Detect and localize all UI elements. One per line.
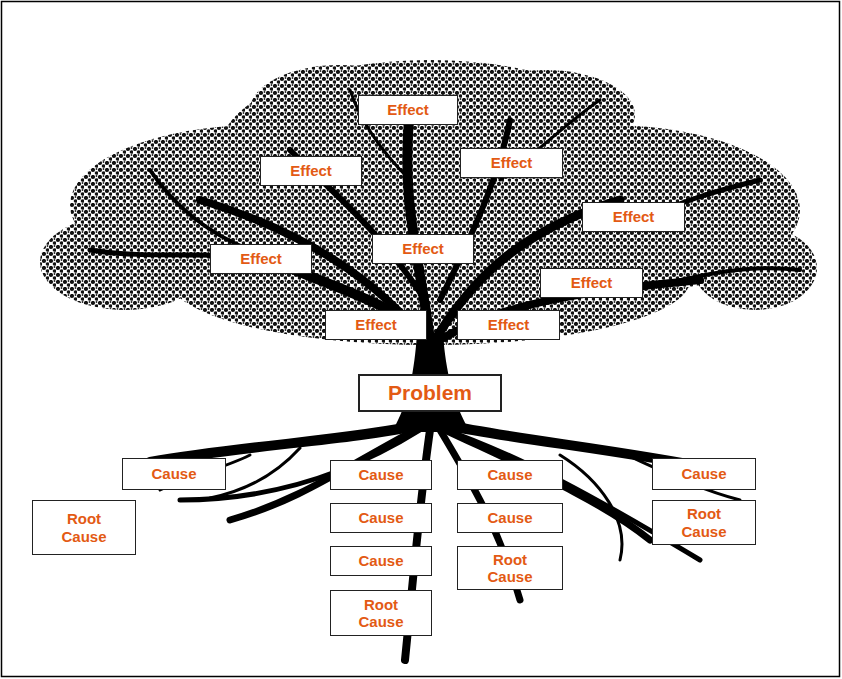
foliage [40,60,817,345]
problem-box: Problem [358,374,502,412]
tree-label-box: Root Cause [457,546,563,590]
box-label: Effect [571,274,613,291]
box-label: Root Cause [350,596,412,631]
tree-label-box: Cause [457,460,563,490]
box-label: Effect [240,250,282,267]
box-label: Effect [491,154,533,171]
branches [90,90,800,345]
box-label: Effect [355,316,397,333]
box-label: Effect [613,208,655,225]
tree-label-box: Cause [330,460,432,490]
tree-label-box: Effect [260,156,362,186]
box-label: Cause [681,465,726,482]
tree-label-box: Root Cause [652,500,756,545]
box-label: Cause [487,466,532,483]
box-label: Problem [388,381,472,405]
box-label: Cause [358,509,403,526]
box-label: Cause [358,552,403,569]
tree-label-box: Effect [325,310,427,340]
tree-label-box: Cause [457,503,563,533]
tree-label-box: Effect [582,202,685,232]
tree-label-box: Root Cause [330,590,432,636]
box-label: Effect [387,101,429,118]
box-label: Root Cause [673,505,735,540]
tree-label-box: Effect [210,244,312,274]
box-label: Cause [151,465,196,482]
tree-label-box: Cause [330,503,432,533]
box-label: Effect [488,316,530,333]
box-label: Cause [487,509,532,526]
tree-label-box: Effect [457,310,560,340]
box-label: Effect [402,240,444,257]
tree-label-box: Cause [122,458,226,490]
tree-label-box: Effect [372,234,474,264]
tree-label-box: Effect [358,95,458,125]
box-label: Root Cause [53,510,115,545]
tree-label-box: Effect [460,148,563,178]
box-label: Effect [290,162,332,179]
box-label: Root Cause [479,551,541,586]
tree-label-box: Effect [540,268,643,298]
tree-label-box: Cause [330,546,432,576]
box-label: Cause [358,466,403,483]
tree-label-box: Root Cause [32,500,136,555]
tree-label-box: Cause [652,458,756,490]
